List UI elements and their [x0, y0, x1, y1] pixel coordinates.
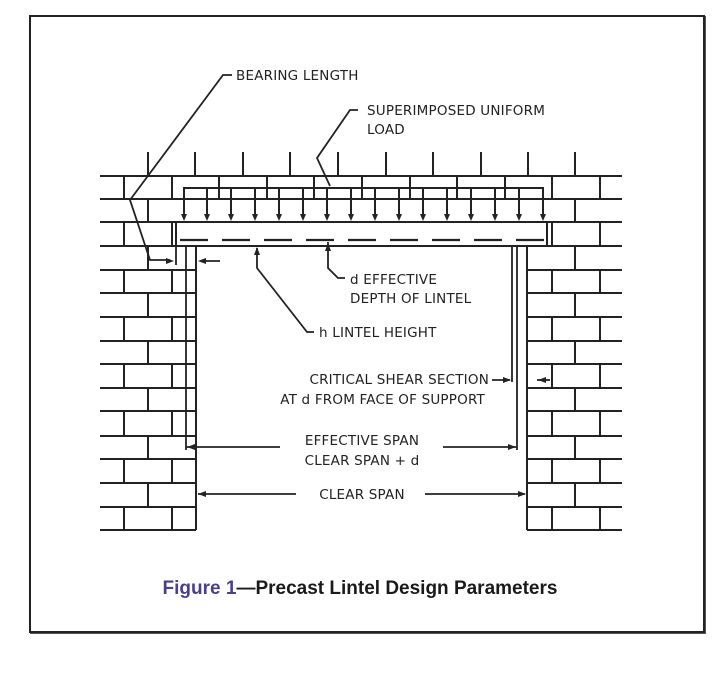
precast-lintel: [175, 221, 548, 247]
bearing-length-label: BEARING LENGTH: [236, 68, 359, 84]
figure-title: Precast Lintel Design Parameters: [255, 578, 558, 599]
effective-span-label-2: CLEAR SPAN + d: [305, 453, 420, 469]
clear-span-label: CLEAR SPAN: [319, 487, 405, 503]
figure-caption: Figure 1—Precast Lintel Design Parameter…: [0, 578, 720, 600]
leader-lines: [128, 74, 550, 495]
critical-shear-label-2: AT d FROM FACE OF SUPPORT: [280, 392, 485, 408]
figure-number: Figure 1: [162, 578, 237, 599]
masonry-wall: [100, 152, 622, 531]
dimension-arrowheads: [166, 243, 546, 497]
lintel-height-label: h LINTEL HEIGHT: [319, 325, 437, 341]
superimposed-load-label-1: SUPERIMPOSED UNIFORM: [367, 103, 545, 119]
load-arrowheads: [181, 214, 546, 221]
critical-shear-label-1: CRITICAL SHEAR SECTION: [309, 372, 489, 388]
caption-separator: —: [236, 578, 256, 599]
uniform-load-arrows: [183, 187, 544, 219]
effective-span-label-1: EFFECTIVE SPAN: [305, 433, 419, 449]
effective-depth-label-2: DEPTH OF LINTEL: [350, 291, 472, 307]
superimposed-load-label-2: LOAD: [367, 122, 405, 138]
effective-depth-label-1: d EFFECTIVE: [350, 272, 437, 288]
